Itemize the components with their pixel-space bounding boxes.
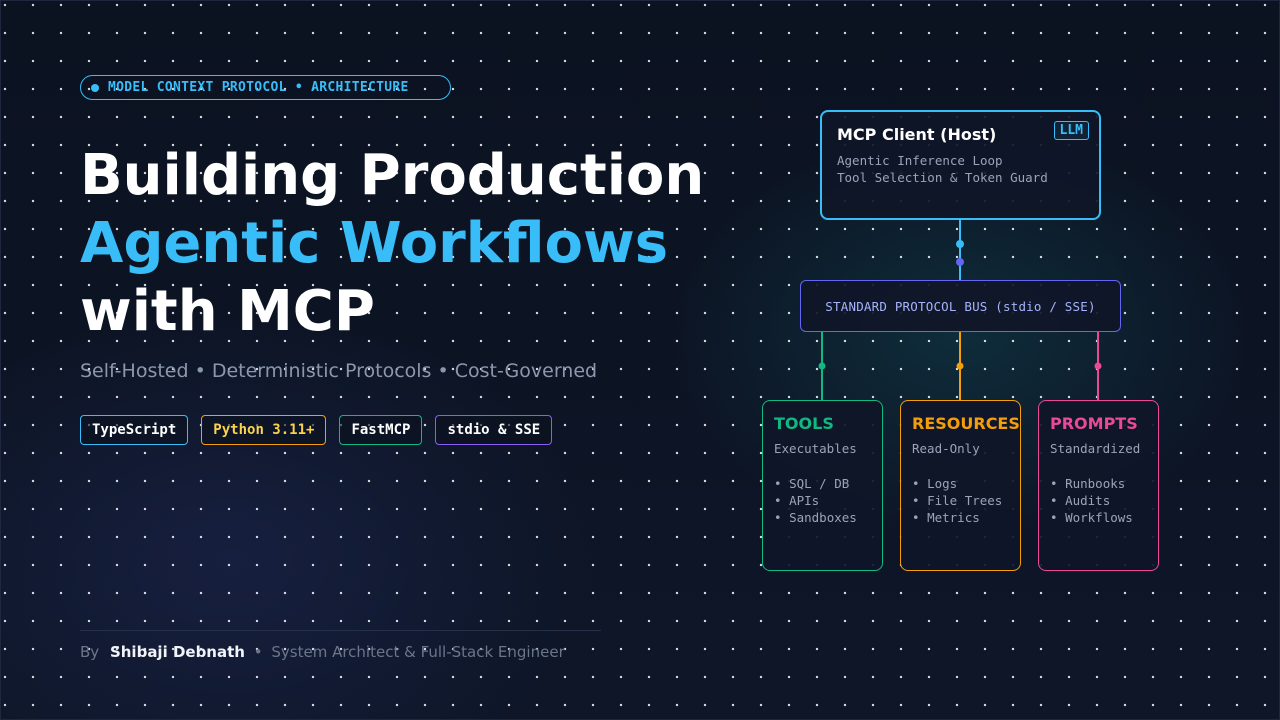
resources-title: RESOURCES xyxy=(912,414,1020,433)
tools-connector-dot xyxy=(818,362,826,370)
chip-typescript: TypeScript xyxy=(80,415,189,445)
byline-separator: • xyxy=(253,643,263,661)
list-item: • File Trees xyxy=(912,493,1003,508)
chip-stdio-sse: stdio & SSE xyxy=(435,415,553,445)
tech-chips: TypeScript Python 3.11+ FastMCP stdio & … xyxy=(80,415,565,445)
chip-fastmcp: FastMCP xyxy=(339,415,423,445)
mcp-client-node: MCP Client (Host) LLM Agentic Inference … xyxy=(820,110,1101,220)
tools-title: TOOLS xyxy=(774,414,834,433)
list-item: • Sandboxes xyxy=(774,510,857,525)
resources-node: RESOURCES Read-Only • Logs • File Trees … xyxy=(900,400,1021,571)
title-line-1: Building Production xyxy=(80,143,705,208)
title-line-3: with MCP xyxy=(80,279,375,344)
client-line: Agentic Inference Loop xyxy=(837,153,1003,168)
subtitle: Self-Hosted • Deterministic Protocols • … xyxy=(80,360,598,382)
tools-subtitle: Executables xyxy=(774,441,857,456)
list-item: • SQL / DB xyxy=(774,476,850,491)
chip-python: Python 3.11+ xyxy=(201,415,327,445)
prompts-node: PROMPTS Standardized • Runbooks • Audits… xyxy=(1038,400,1159,571)
byline-prefix: By xyxy=(80,643,100,661)
tag-dot-icon xyxy=(91,83,99,92)
author-role: System Architect & Full-Stack Engineer xyxy=(271,643,565,661)
client-description: Agentic Inference Loop Tool Selection & … xyxy=(837,152,1048,186)
llm-badge: LLM xyxy=(1053,121,1089,140)
bus-label: STANDARD PROTOCOL BUS (stdio / SSE) xyxy=(825,298,1096,314)
list-item: • Workflows xyxy=(1050,510,1133,525)
byline: By Shibaji Debnath • System Architect & … xyxy=(80,643,565,661)
client-line: Tool Selection & Token Guard xyxy=(837,170,1048,185)
title-line-2: Agentic Workflows xyxy=(80,211,669,276)
client-connector-dot xyxy=(956,240,964,248)
prompts-subtitle: Standardized xyxy=(1050,441,1141,456)
resources-subtitle: Read-Only xyxy=(912,441,980,456)
bus-connector-dot xyxy=(956,258,964,266)
tools-list: • SQL / DB • APIs • Sandboxes xyxy=(774,475,857,526)
footer-divider xyxy=(80,630,601,631)
client-title: MCP Client (Host) xyxy=(837,125,997,144)
list-item: • Runbooks xyxy=(1050,476,1126,491)
prompts-connector-dot xyxy=(1094,362,1102,370)
prompts-list: • Runbooks • Audits • Workflows xyxy=(1050,475,1133,526)
protocol-bus-node: STANDARD PROTOCOL BUS (stdio / SSE) xyxy=(800,280,1121,332)
resources-connector-dot xyxy=(956,362,964,370)
list-item: • Audits xyxy=(1050,493,1111,508)
list-item: • Metrics xyxy=(912,510,980,525)
resources-list: • Logs • File Trees • Metrics xyxy=(912,475,1002,526)
author-name: Shibaji Debnath xyxy=(109,643,245,661)
section-tag: MODEL CONTEXT PROTOCOL • ARCHITECTURE xyxy=(80,75,451,100)
tag-label: MODEL CONTEXT PROTOCOL • ARCHITECTURE xyxy=(108,80,409,95)
list-item: • APIs xyxy=(774,493,820,508)
tools-node: TOOLS Executables • SQL / DB • APIs • Sa… xyxy=(762,400,883,571)
prompts-title: PROMPTS xyxy=(1050,414,1138,433)
list-item: • Logs xyxy=(912,476,958,491)
